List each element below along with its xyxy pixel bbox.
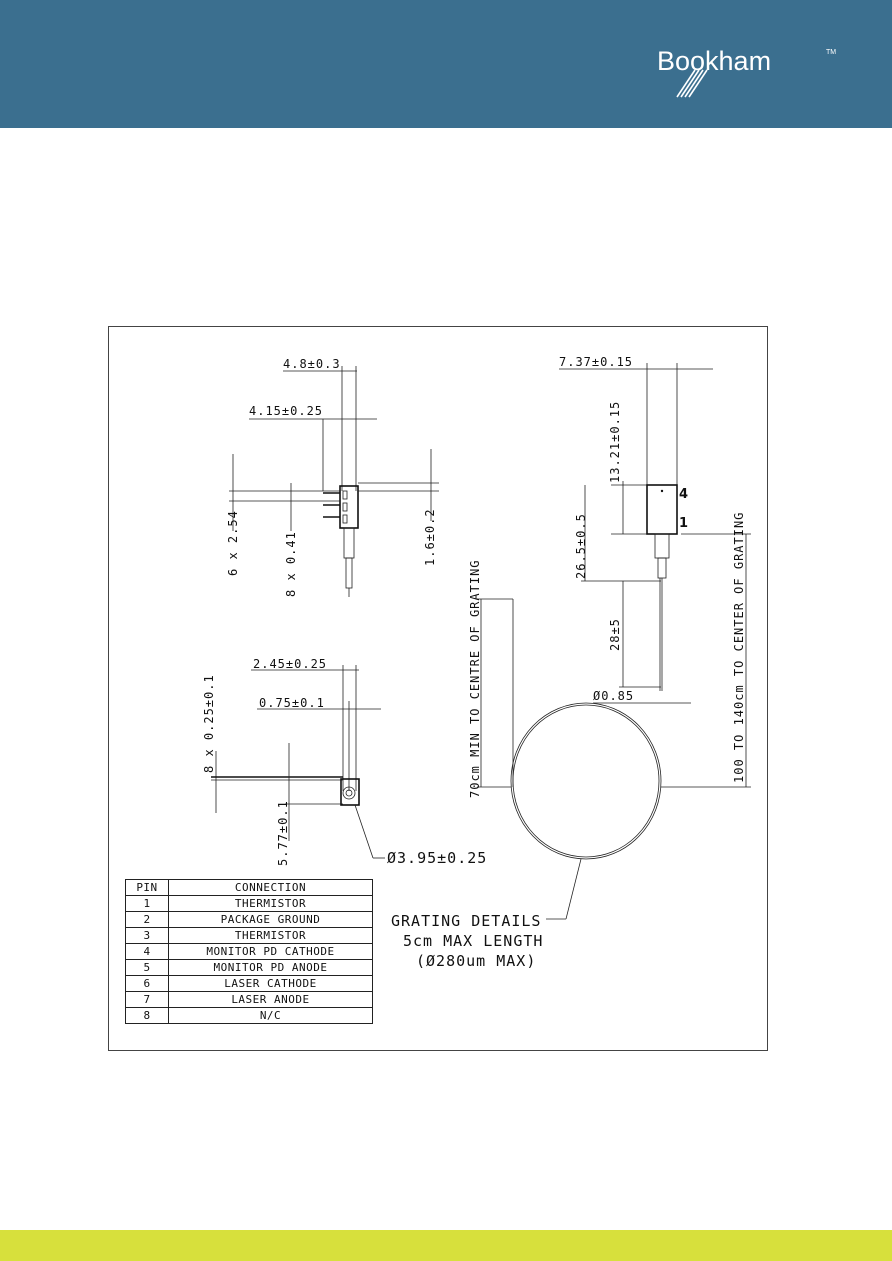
pin-connection: N/C — [168, 1007, 373, 1024]
swoosh-icon — [676, 69, 708, 98]
dim-side-width: 2.45±0.25 — [253, 657, 327, 671]
dim-boot-length: 26.5±0.5 — [574, 513, 588, 579]
pin-connection: MONITOR PD CATHODE — [168, 943, 373, 960]
dim-top-width: 4.8±0.3 — [283, 357, 341, 371]
table-row: 4 MONITOR PD CATHODE — [125, 943, 373, 960]
dim-body-width: 7.37±0.15 — [559, 355, 633, 369]
table-row: 3 THERMISTOR — [125, 927, 373, 944]
dim-pin-pitch: 6 x 2.54 — [226, 510, 240, 576]
table-row: 5 MONITOR PD ANODE — [125, 959, 373, 976]
pin-connection: LASER CATHODE — [168, 975, 373, 992]
table-row: 7 LASER ANODE — [125, 991, 373, 1008]
pin-4-label: 4 — [679, 487, 688, 502]
grating-details-length: 5cm MAX LENGTH — [403, 932, 543, 950]
pin-number: 3 — [125, 927, 169, 944]
header-connection: CONNECTION — [168, 879, 373, 896]
pin-connection: LASER ANODE — [168, 991, 373, 1008]
footer-bar — [0, 1230, 892, 1261]
pin-1-label: 1 — [679, 516, 688, 531]
pin-connection: THERMISTOR — [168, 895, 373, 912]
pin-number: 7 — [125, 991, 169, 1008]
header-pin: PIN — [125, 879, 169, 896]
brand-name: Bookham — [657, 46, 771, 76]
pin-number: 5 — [125, 959, 169, 976]
grating-details-diameter: (Ø280um MAX) — [416, 952, 536, 970]
dim-fiber-diameter: Ø0.85 — [593, 689, 634, 703]
dim-lens-diameter: Ø3.95±0.25 — [387, 849, 487, 867]
mechanical-drawing: 4.8±0.3 4.15±0.25 6 x 2.54 8 x 0.41 1. — [202, 355, 751, 970]
dim-lead-thickness: 8 x 0.25±0.1 — [202, 674, 216, 773]
pin-connection: PACKAGE GROUND — [168, 911, 373, 928]
table-row: 6 LASER CATHODE — [125, 975, 373, 992]
table-header-row: PIN CONNECTION — [125, 879, 373, 896]
bookham-logo: Bookham TM — [657, 46, 836, 98]
pin-number: 8 — [125, 1007, 169, 1024]
trademark-mark: TM — [826, 49, 836, 56]
pin-number: 4 — [125, 943, 169, 960]
dim-side-gap: 0.75±0.1 — [259, 696, 325, 710]
top-view: 4.8±0.3 4.15±0.25 6 x 2.54 8 x 0.41 1. — [226, 357, 439, 597]
pin-number: 1 — [125, 895, 169, 912]
dim-body-height: 13.21±0.15 — [608, 401, 622, 483]
drawing-frame: 4.8±0.3 4.15±0.25 6 x 2.54 8 x 0.41 1. — [108, 326, 768, 1051]
pigtail-view: 7.37±0.15 13.21±0.15 4 1 26.5±0.5 28±5 Ø… — [391, 355, 751, 970]
table-row: 1 THERMISTOR — [125, 895, 373, 912]
dim-pin-thickness: 1.6±0.2 — [423, 508, 437, 566]
dim-pin-width: 8 x 0.41 — [284, 531, 298, 597]
dim-side-height: 5.77±0.1 — [276, 800, 290, 866]
pin-connection: MONITOR PD ANODE — [168, 959, 373, 976]
dim-range-to-grating: 100 TO 140cm TO CENTER OF GRATING — [732, 512, 746, 783]
pin-connection-table: PIN CONNECTION 1 THERMISTOR 2 PACKAGE GR… — [125, 879, 373, 1024]
pin-number: 6 — [125, 975, 169, 992]
dim-fiber-section: 28±5 — [608, 618, 622, 651]
dim-min-to-grating: 70cm MIN TO CENTRE OF GRATING — [468, 559, 482, 798]
pin-number: 2 — [125, 911, 169, 928]
grating-details-title: GRATING DETAILS — [391, 912, 541, 930]
side-view: 2.45±0.25 0.75±0.1 8 x 0.25±0.1 5.77±0.1… — [202, 657, 487, 867]
pin-connection: THERMISTOR — [168, 927, 373, 944]
dim-pin-offset: 4.15±0.25 — [249, 404, 323, 418]
table-row: 2 PACKAGE GROUND — [125, 911, 373, 928]
header-bar: Bookham TM — [0, 0, 892, 128]
table-row: 8 N/C — [125, 1007, 373, 1024]
